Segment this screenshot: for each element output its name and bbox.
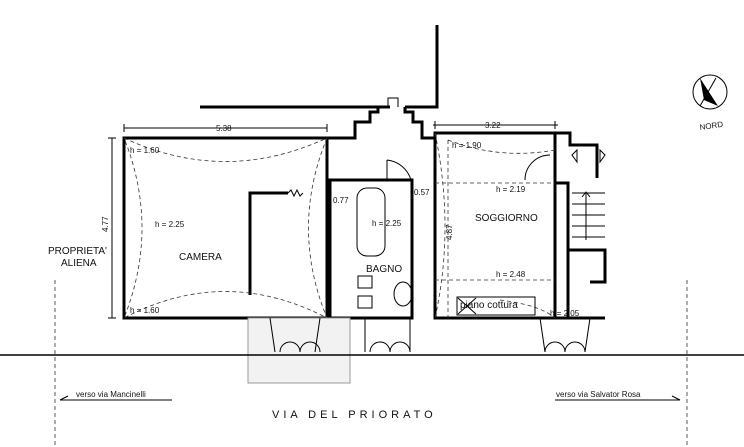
soggiorno-width-dim: 3.22 <box>485 121 501 130</box>
room-camera: 5.38 4.77 h = 1.60 h = 1.60 h = 2.25 CAM… <box>101 124 329 320</box>
soggiorno-label: SOGGIORNO <box>475 213 538 224</box>
bagno-dim-right: 0.57 <box>414 188 430 197</box>
street-name: VIA DEL PRIORATO <box>272 409 437 421</box>
street: verso via Mancinelli verso via Salvator … <box>0 280 744 447</box>
neighbor-label-line1: PROPRIETA' <box>48 246 107 257</box>
room-soggiorno: 3.22 4.87 h = 1.90 h = 2.19 h = 2.48 h =… <box>433 121 580 320</box>
room-bagno: 0.77 0.57 h = 2.25 BAGNO <box>328 159 430 320</box>
direction-right-label: verso via Salvator Rosa <box>556 390 641 399</box>
soggiorno-height-corner: h = 2.05 <box>550 309 580 318</box>
facade-openings <box>247 317 591 384</box>
soggiorno-height-top: h = 1.90 <box>452 141 482 150</box>
camera-depth-dim: 4.77 <box>101 216 110 232</box>
soggiorno-height-low: h = 2.48 <box>496 270 526 279</box>
north-arrow-icon <box>692 74 728 110</box>
building-outline <box>200 25 439 140</box>
bagno-dim-left: 0.77 <box>333 196 349 205</box>
camera-width-dim: 5.38 <box>216 124 232 133</box>
camera-height-bottom: h = 1.60 <box>130 306 160 315</box>
north-label: NORD <box>699 120 724 132</box>
neighbor-label-line2: ALIENA <box>61 258 97 269</box>
soggiorno-height-mid: h = 2.19 <box>496 185 526 194</box>
soggiorno-depth-dim: 4.87 <box>445 224 454 240</box>
bagno-label: BAGNO <box>366 264 402 275</box>
stairwell <box>555 131 607 320</box>
camera-label: CAMERA <box>179 252 222 263</box>
direction-left-label: verso via Mancinelli <box>76 390 146 399</box>
kitchen-label: piano cottura <box>460 300 518 311</box>
bagno-height: h = 2.25 <box>372 219 402 228</box>
camera-height-top: h = 1.60 <box>130 146 160 155</box>
camera-height: h = 2.25 <box>155 220 185 229</box>
